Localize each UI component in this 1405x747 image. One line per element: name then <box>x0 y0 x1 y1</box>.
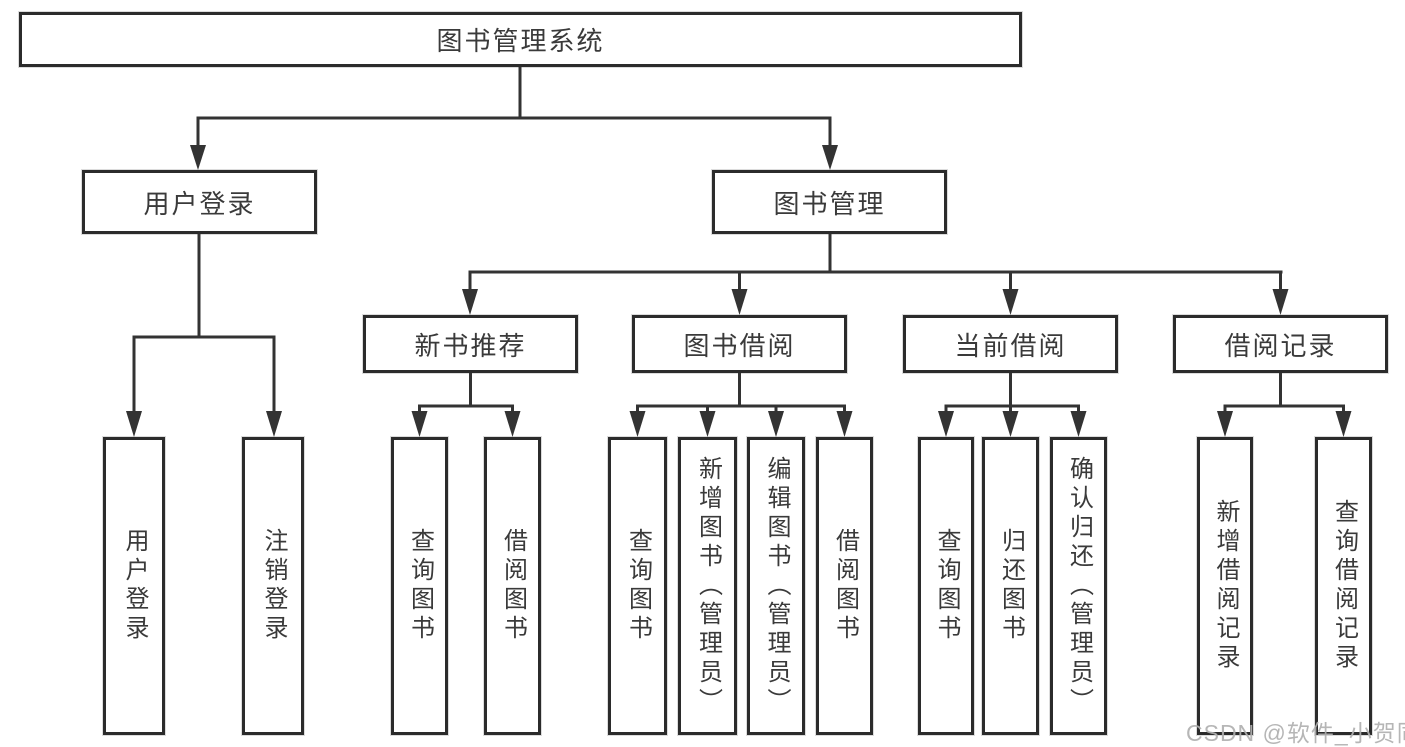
node-borrowing-edit-books-admin: 编辑图书（管理员） <box>747 437 805 735</box>
node-userlogin-logout: 注销登录 <box>242 437 304 735</box>
node-current-return-books-label: 归还图书 <box>997 528 1025 644</box>
node-newbook-query-books: 查询图书 <box>391 437 448 735</box>
node-newbook-borrow-books-label: 借阅图书 <box>499 528 527 644</box>
node-records-query-record-label: 查询借阅记录 <box>1330 499 1358 673</box>
node-book-management-label: 图书管理 <box>773 188 886 219</box>
node-borrowing-records: 借阅记录 <box>1173 315 1388 373</box>
node-book-borrowing: 图书借阅 <box>632 315 847 373</box>
node-borrowing-edit-books-admin-label: 编辑图书（管理员） <box>763 455 790 717</box>
node-borrowing-records-label: 借阅记录 <box>1224 330 1337 361</box>
node-current-borrowing: 当前借阅 <box>903 315 1118 373</box>
node-userlogin-login: 用户登录 <box>103 437 165 735</box>
node-userlogin-login-label: 用户登录 <box>121 528 148 644</box>
watermark-csdn: CSDN @软件_小贺同学 <box>1186 720 1405 746</box>
node-newbook-borrow-books: 借阅图书 <box>484 437 541 735</box>
node-borrowing-borrow-books-label: 借阅图书 <box>831 528 859 644</box>
node-book-management-system: 图书管理系统 <box>19 12 1022 67</box>
node-current-query-books: 查询图书 <box>918 437 974 735</box>
node-records-query-record: 查询借阅记录 <box>1315 437 1372 735</box>
node-book-management: 图书管理 <box>712 170 947 234</box>
node-current-confirm-return-admin: 确认归还（管理员） <box>1050 437 1107 735</box>
node-borrowing-query-books-label: 查询图书 <box>624 528 652 644</box>
node-user-login: 用户登录 <box>82 170 317 234</box>
node-userlogin-logout-label: 注销登录 <box>260 528 287 644</box>
node-user-login-label: 用户登录 <box>143 188 256 219</box>
node-new-book-recommendation: 新书推荐 <box>363 315 578 373</box>
node-current-borrowing-label: 当前借阅 <box>954 330 1067 361</box>
node-newbook-query-books-label: 查询图书 <box>406 528 434 644</box>
node-borrowing-add-books-admin: 新增图书（管理员） <box>678 437 737 735</box>
node-current-return-books: 归还图书 <box>982 437 1039 735</box>
node-records-add-record-label: 新增借阅记录 <box>1212 499 1239 673</box>
node-book-borrowing-label: 图书借阅 <box>683 330 796 361</box>
node-new-book-recommendation-label: 新书推荐 <box>414 330 527 361</box>
node-borrowing-add-books-admin-label: 新增图书（管理员） <box>694 455 722 717</box>
node-borrowing-borrow-books: 借阅图书 <box>816 437 873 735</box>
node-current-query-books-label: 查询图书 <box>933 528 960 644</box>
node-current-confirm-return-admin-label: 确认归还（管理员） <box>1065 455 1093 717</box>
node-records-add-record: 新增借阅记录 <box>1197 437 1253 735</box>
node-borrowing-query-books: 查询图书 <box>608 437 667 735</box>
node-book-management-system-label: 图书管理系统 <box>436 26 605 56</box>
